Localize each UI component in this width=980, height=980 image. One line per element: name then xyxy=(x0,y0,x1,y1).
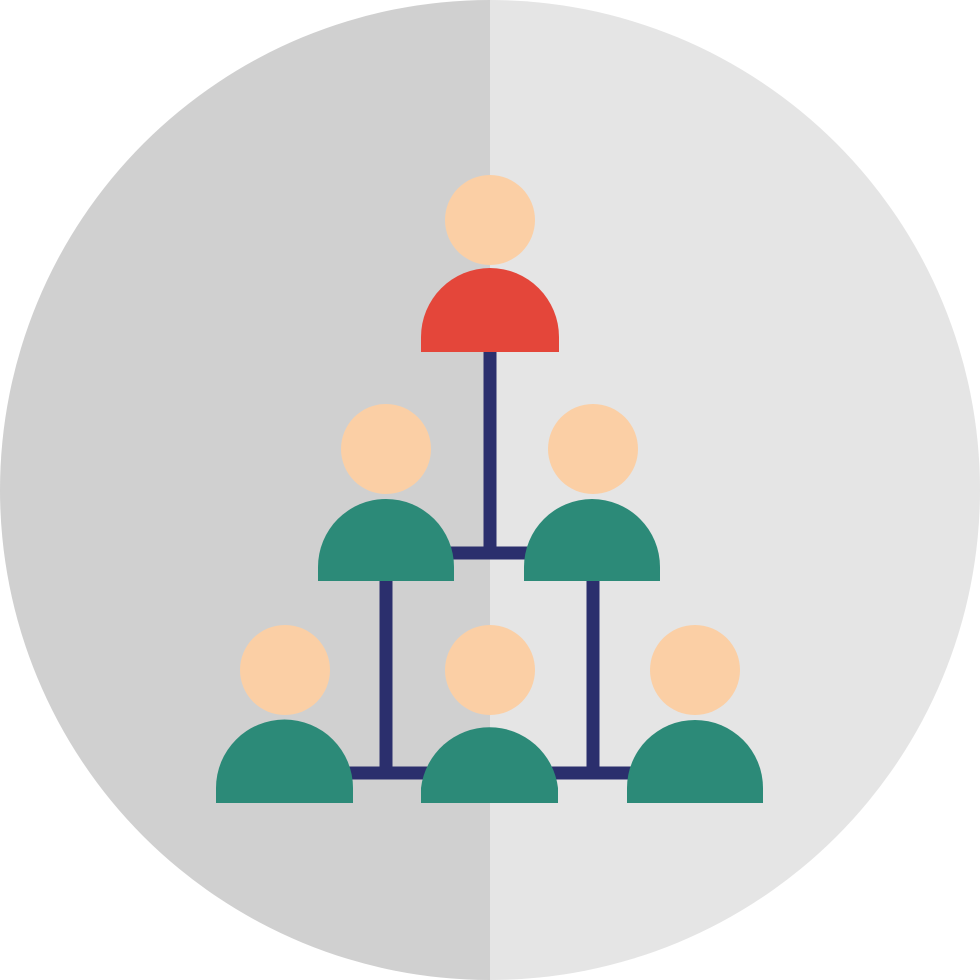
background-right-half xyxy=(490,0,980,980)
manager-right-head xyxy=(548,404,638,494)
manager-left-head xyxy=(341,404,431,494)
leader-body xyxy=(421,268,559,352)
leader-head xyxy=(445,175,535,265)
staff-right-body xyxy=(627,720,763,803)
manager-right-person-icon xyxy=(524,404,660,581)
staff-left-person-icon xyxy=(216,625,353,803)
leader-person-icon xyxy=(421,175,559,352)
background-left-half xyxy=(0,0,490,980)
manager-left-body xyxy=(318,499,454,581)
staff-center-person-icon xyxy=(421,625,558,803)
staff-right-head xyxy=(650,625,740,715)
staff-right-person-icon xyxy=(627,625,763,803)
staff-center-body xyxy=(421,727,558,803)
manager-left-person-icon xyxy=(318,404,454,581)
staff-left-body xyxy=(216,719,353,803)
staff-center-head xyxy=(445,625,535,715)
staff-left-head xyxy=(240,625,330,715)
connector-lines xyxy=(340,345,640,780)
manager-right-body xyxy=(524,499,660,581)
